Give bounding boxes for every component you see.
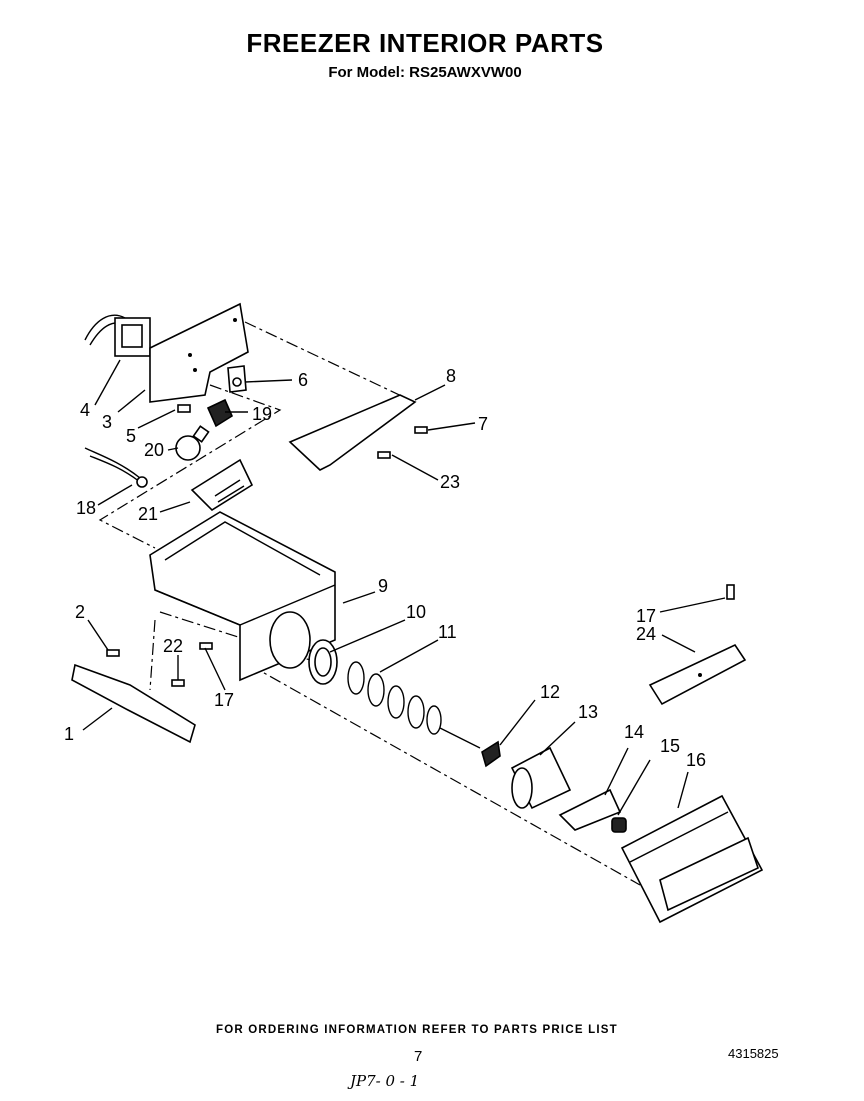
callout-5: 5 (126, 426, 136, 446)
callout-13: 13 (578, 702, 598, 722)
ordering-note: FOR ORDERING INFORMATION REFER TO PARTS … (216, 1024, 618, 1036)
callout-19: 19 (252, 404, 272, 424)
part-bracket-plate (149, 302, 249, 403)
part-clip (227, 365, 247, 393)
callout-18: 18 (76, 498, 96, 518)
part-nut (611, 817, 627, 833)
part-rail (71, 663, 196, 744)
callout-2: 2 (75, 602, 85, 622)
part-motor (84, 314, 151, 357)
handwritten-note: JP7- 0 - 1 (350, 1072, 420, 1090)
callout-10: 10 (406, 602, 426, 622)
part-deflector (288, 394, 417, 471)
callout-9: 9 (378, 576, 388, 596)
part-screws (377, 426, 428, 459)
callout-23: 23 (440, 472, 460, 492)
callout-17-lower: 17 (214, 690, 234, 710)
part-small-screws (106, 642, 213, 687)
callout-4: 4 (80, 400, 90, 420)
callout-12: 12 (540, 682, 560, 702)
callout-22: 22 (163, 636, 183, 656)
part-ice-bin (149, 511, 336, 682)
part-front-cover (620, 794, 764, 924)
leader-lines (82, 359, 726, 816)
callout-20: 20 (144, 440, 164, 460)
part-drum (510, 746, 572, 810)
page-number: 7 (414, 1048, 423, 1065)
callout-16: 16 (686, 750, 706, 770)
callout-17-upper: 17 (636, 606, 656, 626)
callout-11: 11 (438, 622, 457, 642)
callout-21: 21 (138, 504, 158, 524)
part-wire-harness (84, 447, 148, 488)
callout-8: 8 (446, 366, 456, 386)
part-bulb (175, 425, 210, 461)
part-socket (206, 398, 234, 428)
part-plate-24 (648, 584, 747, 706)
model-subtitle: For Model: RS25AWXVW00 (328, 64, 522, 81)
callout-15: 15 (660, 736, 680, 756)
part-auger-spring (347, 661, 481, 749)
part-screw-5 (177, 404, 191, 413)
part-light-cover (190, 458, 254, 512)
callout-6: 6 (298, 370, 308, 390)
callout-14: 14 (624, 722, 644, 742)
callout-3: 3 (102, 412, 112, 432)
callout-24: 24 (636, 624, 656, 644)
part-spider (481, 740, 501, 768)
callout-1: 1 (64, 724, 74, 744)
part-seal-ring (308, 639, 338, 685)
callout-labels: 1 2 3 4 5 6 7 8 9 10 11 12 13 14 15 16 1… (64, 366, 706, 770)
callout-7: 7 (478, 414, 488, 434)
part-motor-bracket (558, 788, 622, 831)
document-number: 4315825 (728, 1046, 779, 1061)
page-title: FREEZER INTERIOR PARTS (246, 28, 604, 58)
